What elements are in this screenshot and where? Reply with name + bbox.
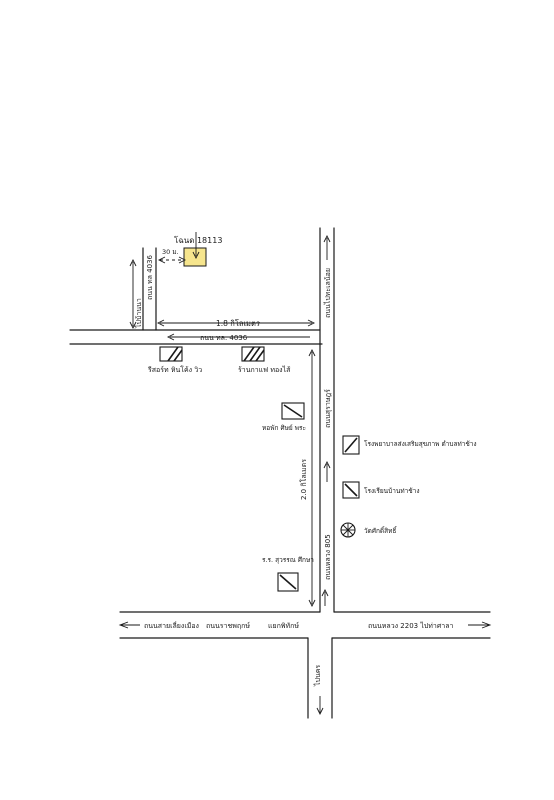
road-label-mid-horizontal: ถนน ทล. 4036 xyxy=(200,334,248,342)
arrow-bottom-left xyxy=(118,621,129,629)
arrow-left-top xyxy=(129,258,137,267)
plot-label: โฉนด 18113 xyxy=(174,235,222,245)
landmark-school-label: หอพัก ศิษย์ พระ xyxy=(262,424,306,432)
landmark-hospital-label: โรงพยาบาลส่งเสริมสุขภาพ ตำบลท่าช้าง xyxy=(364,440,477,448)
plot-distance-label: 30 ม. xyxy=(162,248,179,256)
plot-distance-arrow-left xyxy=(157,256,166,264)
arrow-right-up xyxy=(323,234,331,243)
landmark-school: หอพัก ศิษย์ พระ xyxy=(262,402,306,432)
road-label-intersection: แยกพิทักษ์ xyxy=(268,622,299,630)
road-label-left-vertical-dest: ไปบ้านนา xyxy=(134,298,143,329)
landmark-temple: วัดศักดิ์สิทธิ์ xyxy=(340,522,398,538)
arrow-left-bottom xyxy=(129,321,137,330)
road-label-middle-distance: 2.0 กิโลเมตร xyxy=(299,459,308,500)
landmark-police: ร.ร. สุวรรณ ศึกษา xyxy=(262,556,314,592)
landmark-market: โรงเรียนบ้านท่าช้าง xyxy=(342,481,420,499)
landmark-temple-label: วัดศักดิ์สิทธิ์ xyxy=(364,526,398,535)
arrow-mid-left xyxy=(166,333,175,341)
arrow-bottom-right xyxy=(481,621,492,629)
landmark-resort-label: รีสอร์ท หินโค้ง วิว xyxy=(148,365,202,374)
landmark-shop: ร้านกาแฟ ทองไส้ xyxy=(238,346,291,374)
road-label-left-vertical: ถนน ทล 4036 xyxy=(146,254,154,300)
landmark-market-label: โรงเรียนบ้านท่าช้าง xyxy=(364,487,420,495)
road-label-right-mid: ถนนสุราษฎร์ xyxy=(324,389,332,428)
road-label-bottom-right: ถนนหลวง 2203 ไปท่าศาลา xyxy=(368,621,453,630)
road-label-top-distance: 1.8 กิโลเมตร xyxy=(216,319,260,328)
plot-distance-arrow-right xyxy=(178,256,187,264)
road-label-bottom-left-2: ถนนราชพฤกษ์ xyxy=(206,622,250,630)
arrow-mid-bottom xyxy=(308,599,316,608)
landmark-hospital: โรงพยาบาลส่งเสริมสุขภาพ ตำบลท่าช้าง xyxy=(342,435,477,455)
arrow-mid-top xyxy=(308,348,316,357)
landmark-shop-label: ร้านกาแฟ ทองไส้ xyxy=(238,365,291,374)
road-label-right-top: ถนนไปทะเลน้อย xyxy=(323,268,332,318)
landmark-resort: รีสอร์ท หินโค้ง วิว xyxy=(148,346,202,374)
arrow-right-low xyxy=(321,588,329,597)
plot-pointer-arrow xyxy=(192,251,200,260)
arrow-right-mid xyxy=(323,460,331,469)
road-label-middle-vertical: ถนนหลวง 805 xyxy=(324,534,332,580)
arrow-dim-top-right xyxy=(307,319,316,327)
road-label-bottom-vertical: ไปนคร xyxy=(313,665,322,687)
arrow-bottom-down xyxy=(316,707,324,716)
landmark-police-label: ร.ร. สุวรรณ ศึกษา xyxy=(262,556,314,564)
road-label-bottom-left: ถนนสายเลี่ยงเมือง xyxy=(144,621,199,630)
arrow-dim-top-left xyxy=(156,319,165,327)
